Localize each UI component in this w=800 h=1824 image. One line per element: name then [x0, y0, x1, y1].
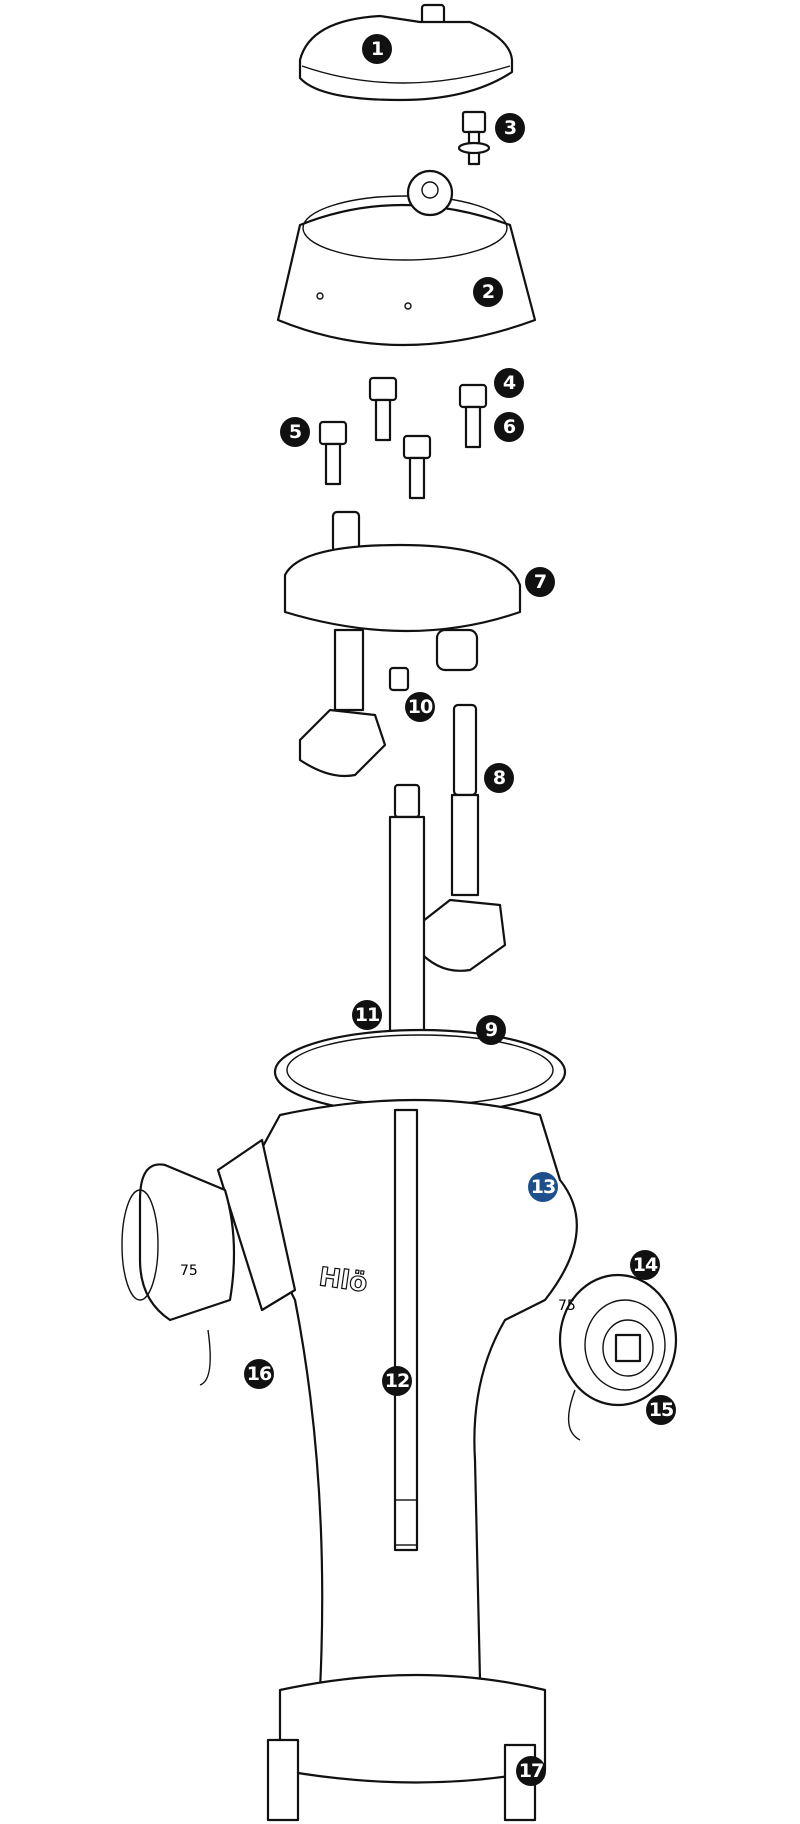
callout-12: 12 [382, 1366, 412, 1396]
part-valve-spindle [416, 703, 507, 972]
callout-14: 14 [630, 1250, 660, 1280]
callout-13: 13 [528, 1172, 558, 1202]
part-outlet-cap-left: 75 [121, 1163, 236, 1386]
part-cap [298, 3, 514, 102]
callout-6: 6 [494, 412, 524, 442]
callout-15: 15 [646, 1395, 676, 1425]
part-body: Hlö [216, 1098, 578, 1822]
cap-size-right: 75 [558, 1298, 576, 1314]
callout-10: 10 [405, 692, 435, 722]
cap-size-left: 75 [180, 1263, 198, 1279]
part-outlet-cap-right: 75 [558, 1273, 678, 1441]
callout-7: 7 [525, 567, 555, 597]
part-head-plate [283, 510, 522, 778]
callout-9: 9 [476, 1015, 506, 1045]
callout-3: 3 [495, 113, 525, 143]
part-bolt-3 [457, 110, 491, 166]
body-logo: Hlö [317, 1262, 369, 1298]
callout-11: 11 [352, 1000, 382, 1030]
part-bonnet [276, 169, 537, 347]
callout-5: 5 [280, 417, 310, 447]
callout-2: 2 [473, 277, 503, 307]
part-bolts [318, 376, 488, 500]
callout-1: 1 [362, 34, 392, 64]
callout-4: 4 [494, 368, 524, 398]
callout-17: 17 [516, 1756, 546, 1786]
callout-8: 8 [484, 763, 514, 793]
callout-16: 16 [244, 1359, 274, 1389]
